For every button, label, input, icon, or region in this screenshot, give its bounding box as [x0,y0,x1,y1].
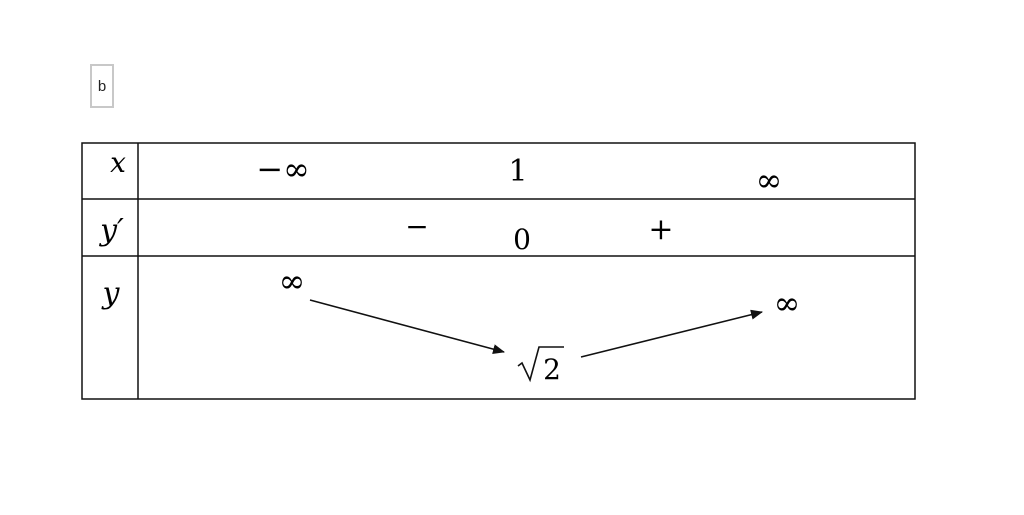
radicand: 2 [543,353,561,386]
derivative-sign-positive: + [648,212,673,247]
radical-sign [517,346,564,383]
x-value-infinity: ∞ [756,161,783,199]
y-value-right-infinity: ∞ [774,284,801,322]
table-border [81,142,916,400]
row-header-y-prime: y′ [98,213,124,248]
decreasing-arrow [309,299,505,354]
increasing-arrow [580,309,763,358]
row-header-y: y [101,276,121,311]
derivative-sign-negative: − [405,210,428,243]
derivative-zero: 0 [513,223,531,256]
x-value-one: 1 [508,154,527,189]
figure-label: b [90,64,114,108]
y-minimum-sqrt-two: 2 [517,346,564,386]
row-header-x: x [110,146,126,179]
y-value-left-infinity: ∞ [279,262,306,300]
x-value-neg-infinity: −∞ [256,150,309,188]
